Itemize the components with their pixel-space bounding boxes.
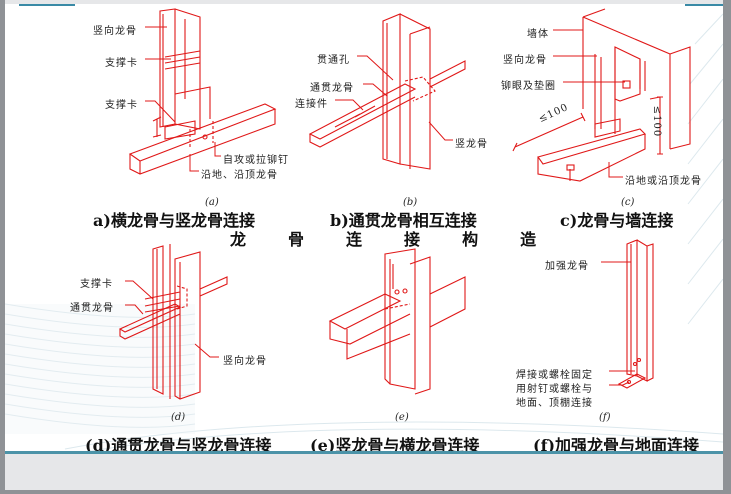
callout-label: 竖向龙骨 [503, 55, 547, 66]
figure-caption: (f)加强龙骨与地面连接 [533, 436, 700, 452]
callout-label: 用射钉或螺栓与 [516, 384, 593, 395]
figure-sub-label: (d) [171, 412, 186, 423]
callout-label: 地面、顶棚连接 [516, 398, 593, 409]
title-char: 连 [346, 230, 405, 249]
accent-line-left [19, 4, 75, 6]
page-title: 龙骨连接构造 [230, 226, 578, 250]
callout-label: 支撑卡 [105, 58, 138, 69]
title-char: 接 [404, 230, 463, 249]
callout-label: 沿地或沿顶龙骨 [625, 176, 702, 187]
title-char: 骨 [288, 230, 347, 249]
accent-line-right [685, 4, 723, 6]
figure-f-drawing [617, 239, 654, 389]
figure-sub-label: (b) [403, 197, 418, 208]
callout-label: 铆眼及垫圈 [501, 81, 556, 92]
callout-label: 焊接或螺栓固定 [516, 370, 593, 381]
slide-canvas: 竖向龙骨 支撑卡 支撑卡 自攻或拉铆钉 沿地、沿顶龙骨 (a) a)横龙骨与竖龙… [5, 4, 723, 452]
accent-line-bottom [5, 451, 723, 454]
figure-d-drawing [118, 244, 228, 400]
callout-label: 墙体 [527, 29, 549, 40]
figure-b-drawing [308, 13, 466, 170]
figure-sub-label: (c) [621, 197, 635, 208]
figure-sub-label: (e) [395, 412, 409, 423]
figure-caption: a)横龙骨与竖龙骨连接 [93, 211, 255, 230]
figure-caption: (e)竖龙骨与横龙骨连接 [310, 436, 480, 452]
callout-label: 加强龙骨 [545, 261, 589, 272]
title-char: 构 [462, 230, 521, 249]
callout-label: 连接件 [295, 99, 328, 110]
callout-label: 通贯龙骨 [310, 83, 354, 94]
callout-label: 竖龙骨 [455, 139, 488, 150]
figure-b-leaders [335, 55, 453, 141]
callout-label: 竖向龙骨 [93, 26, 137, 37]
title-char: 造 [520, 230, 579, 249]
callout-label: 沿地、沿顶龙骨 [201, 170, 278, 181]
figure-sub-label: (f) [599, 412, 611, 423]
figure-caption: b)通贯龙骨相互连接 [330, 211, 477, 230]
figure-sub-label: (a) [205, 197, 219, 208]
figure-a-drawing [128, 8, 277, 175]
callout-label: 通贯龙骨 [70, 303, 114, 314]
figure-c-drawing [512, 8, 691, 182]
figure-a-leaders [145, 26, 221, 172]
callout-label: 贯通孔 [317, 55, 350, 66]
callout-label: 支撑卡 [105, 100, 138, 111]
figure-c-leaders [553, 29, 625, 178]
figure-f-leaders [601, 261, 635, 386]
title-char: 龙 [230, 230, 289, 249]
figure-e-drawing [328, 248, 466, 395]
callout-label: 竖向龙骨 [223, 356, 267, 367]
callout-label: 支撑卡 [80, 279, 113, 290]
callout-label: 自攻或拉铆钉 [223, 155, 289, 166]
figure-caption: c)龙骨与墙连接 [560, 211, 674, 230]
slide-frame: 竖向龙骨 支撑卡 支撑卡 自攻或拉铆钉 沿地、沿顶龙骨 (a) a)横龙骨与竖龙… [5, 0, 723, 490]
figure-caption: (d)通贯龙骨与竖龙骨连接 [85, 436, 272, 452]
figure-d-leaders [125, 280, 219, 358]
